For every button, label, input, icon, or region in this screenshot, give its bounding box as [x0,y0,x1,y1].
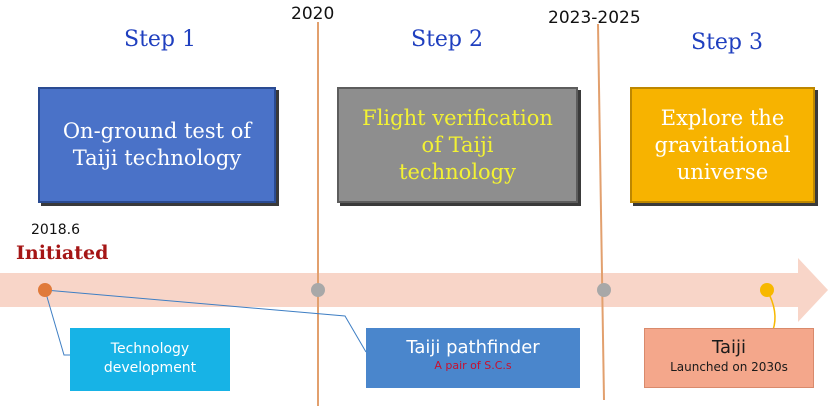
taiji-pathfinder-label: Taiji pathfinder [406,337,540,358]
taiji-pathfinder-box: Taiji pathfinder A pair of S.C.s [366,328,580,388]
taiji-pathfinder-subtitle: A pair of S.C.s [434,359,512,372]
step-3-box-text: Explore the gravitational universe [654,105,791,184]
step-2-label: Step 2 [411,27,484,52]
taiji-subtitle: Launched on 2030s [670,360,788,374]
technology-development-label: Technology development [103,341,197,376]
divider-2023-2025 [597,23,605,401]
step-1-box: On-ground test of Taiji technology [38,87,276,203]
year-2023-2025-label: 2023-2025 [548,8,641,28]
start-date-label: 2018.6 [31,222,80,238]
step-1-box-text: On-ground test of Taiji technology [62,119,252,170]
connector-pathfinder [44,289,367,353]
timeline-arrow [0,258,828,322]
dot-2020 [311,283,325,297]
dot-2023-2025 [597,283,611,297]
step-3-label: Step 3 [691,30,764,55]
step-1-label: Step 1 [124,27,197,52]
dot-end [760,283,774,297]
initiated-label: Initiated [16,242,109,264]
year-2020-label: 2020 [291,4,335,24]
connector-technology [44,289,72,356]
step-2-box: Flight verification of Taiji technology [337,87,578,203]
technology-development-box: Technology development [70,328,230,391]
step-2-box-text: Flight verification of Taiji technology [362,105,553,184]
dot-start [38,283,52,297]
step-3-box: Explore the gravitational universe [630,87,815,203]
taiji-box: Taiji Launched on 2030s [644,328,814,388]
taiji-label: Taiji [711,337,747,358]
